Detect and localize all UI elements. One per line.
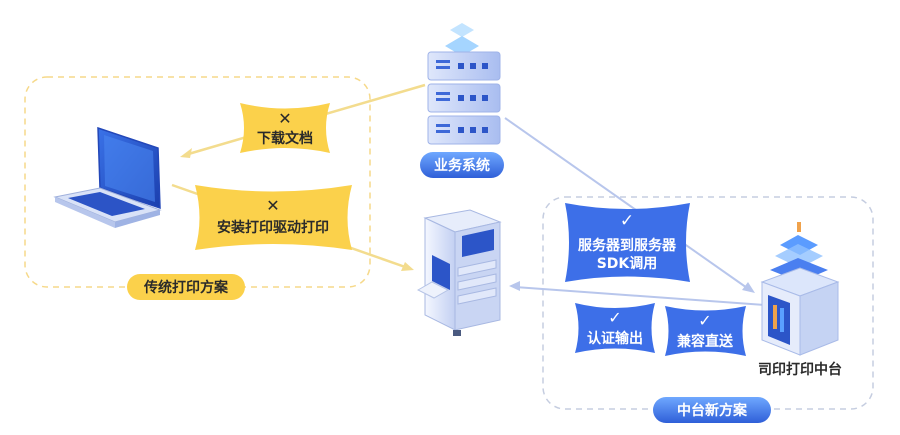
compatible-direct-label: 兼容直送: [677, 333, 734, 350]
printer-icon: [416, 209, 502, 336]
traditional-scheme-badge: 传统打印方案: [127, 274, 245, 300]
install-driver-label: 安装打印驱动打印: [217, 219, 329, 236]
check-icon: ✓: [620, 211, 634, 231]
server-icon: [427, 23, 501, 145]
download-doc-tag: ✕ 下载文档: [240, 103, 330, 153]
print-platform-label: 司印打印中台: [758, 361, 842, 378]
laptop-icon: [53, 126, 162, 228]
platform-server-icon: [760, 222, 840, 356]
server-to-server-label-line1: 服务器到服务器: [578, 237, 677, 254]
new-scheme-badge: 中台新方案: [653, 397, 771, 423]
business-system-badge: 业务系统: [420, 152, 504, 178]
check-icon: ✓: [698, 311, 711, 330]
connector-platform-to-printer: [509, 281, 766, 306]
compatible-direct-tag: ✓ 兼容直送: [665, 306, 746, 356]
new-scheme-label: 中台新方案: [677, 402, 748, 419]
check-icon: ✓: [608, 308, 621, 327]
server-to-server-tag: ✓ 服务器到服务器 SDK调用: [565, 203, 690, 282]
auth-output-tag: ✓ 认证输出: [575, 303, 655, 353]
connector-server-to-platform: [504, 117, 755, 293]
auth-output-label: 认证输出: [587, 330, 643, 347]
business-system-label: 业务系统: [434, 157, 490, 174]
server-to-server-label-line2: SDK调用: [597, 256, 658, 272]
install-driver-tag: ✕ 安装打印驱动打印: [195, 185, 352, 250]
cross-icon: ✕: [266, 196, 279, 215]
download-doc-label: 下载文档: [257, 130, 313, 147]
traditional-scheme-label: 传统打印方案: [143, 279, 229, 296]
cross-icon: ✕: [278, 109, 291, 128]
